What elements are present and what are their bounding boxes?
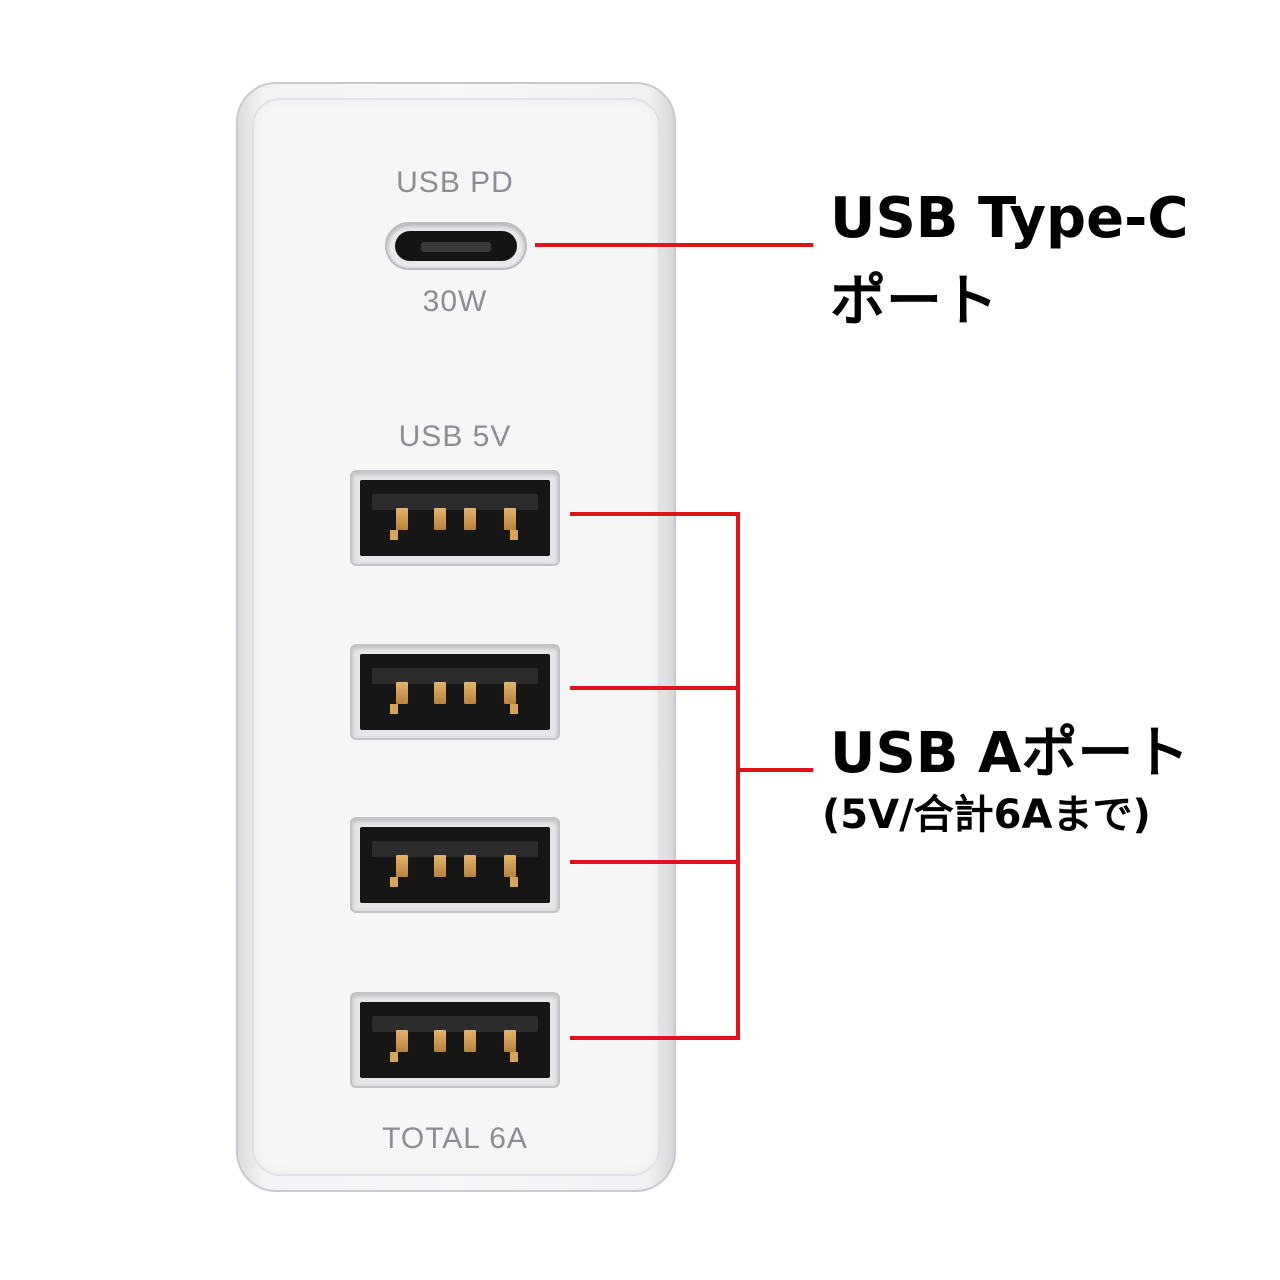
usb-a-port-tongue (372, 668, 538, 684)
usb-a-pin (434, 682, 446, 704)
usb-a-pin-foot (510, 704, 518, 714)
type-c-callout-line (535, 243, 813, 247)
usb-a-port-opening (360, 827, 550, 903)
usb-a-port-1 (350, 470, 560, 566)
usb-a-pin-foot (390, 877, 398, 887)
usb-a-pin (464, 1030, 476, 1052)
usb-a-pin (396, 682, 408, 704)
usb-a-pin (434, 855, 446, 877)
usb-a-pin (504, 855, 516, 877)
usb-pd-label: USB PD (396, 166, 514, 199)
type-c-callout-subtitle: ポート (830, 269, 998, 334)
usb-a-pin (504, 1030, 516, 1052)
usb-a-pin-foot (510, 877, 518, 887)
usb-a-pin (396, 1030, 408, 1052)
usb-a-pin (396, 508, 408, 530)
usb-a-pin (434, 508, 446, 530)
usb-a-pin (504, 508, 516, 530)
usb-5v-label: USB 5V (398, 420, 512, 453)
usb-a-pin (396, 855, 408, 877)
usb-c-port-tongue (421, 242, 491, 252)
usb-a-port-opening (360, 654, 550, 730)
usb-a-pin (504, 682, 516, 704)
type-a-bracket-vertical (736, 512, 740, 1040)
usb-c-port-opening (395, 231, 517, 261)
type-c-callout-title: USB Type-C (830, 186, 1189, 251)
usb-a-port-opening (360, 1002, 550, 1078)
type-a-callout-subtitle: (5V/合計6Aまで) (822, 792, 1151, 838)
type-a-callout-line-4 (570, 1036, 740, 1040)
usb-a-pin-foot (390, 1052, 398, 1062)
usb-c-port (385, 222, 527, 270)
usb-a-port-tongue (372, 494, 538, 510)
total-6a-label: TOTAL 6A (382, 1122, 528, 1155)
usb-a-pin-foot (390, 704, 398, 714)
usb-a-pin (464, 508, 476, 530)
usb-a-pin (464, 855, 476, 877)
usb-a-port-opening (360, 480, 550, 556)
usb-a-pin-foot (510, 530, 518, 540)
type-a-callout-title: USB Aポート (830, 721, 1190, 786)
usb-a-pin-foot (510, 1052, 518, 1062)
usb-a-pin (434, 1030, 446, 1052)
usb-a-pin (464, 682, 476, 704)
usb-a-port-tongue (372, 841, 538, 857)
type-a-bracket-pointer (736, 768, 813, 772)
usb-a-pin-foot (390, 530, 398, 540)
usb-a-port-2 (350, 644, 560, 740)
type-a-callout-line-3 (570, 860, 740, 864)
usb-a-port-tongue (372, 1016, 538, 1032)
type-a-callout-line-1 (570, 512, 740, 516)
usb-a-port-3 (350, 817, 560, 913)
watt-label: 30W (422, 285, 488, 318)
usb-a-port-4 (350, 992, 560, 1088)
type-a-callout-line-2 (570, 686, 740, 690)
